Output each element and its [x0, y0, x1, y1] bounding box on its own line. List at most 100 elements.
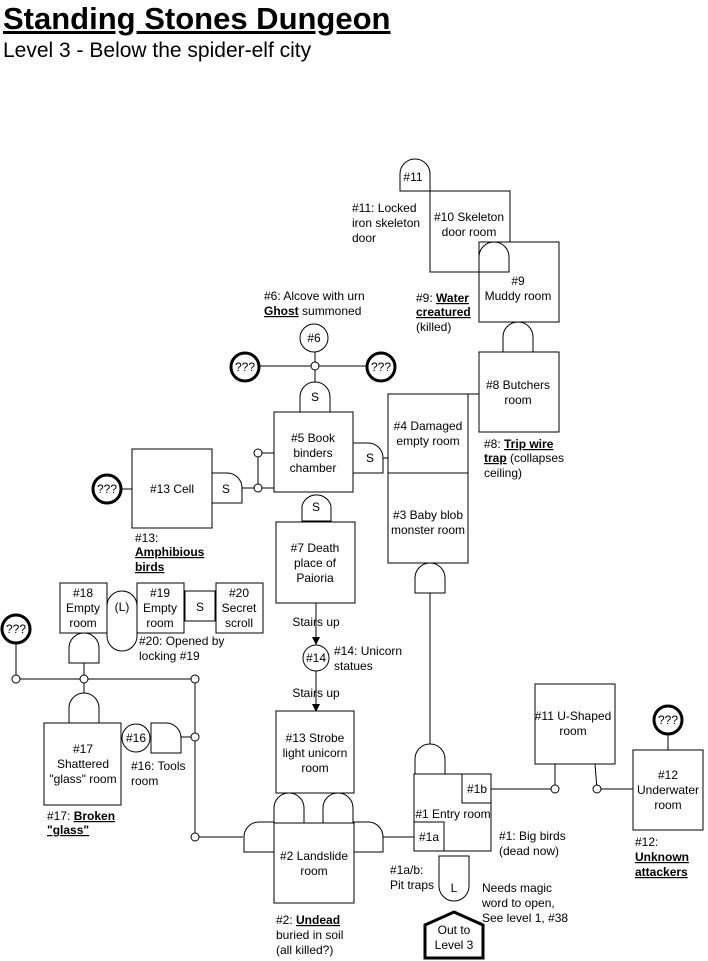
door-s-label: S — [312, 500, 320, 514]
door-s-label: S — [222, 482, 230, 496]
room-1a-label: #1a — [419, 830, 439, 844]
door-2-right-top — [322, 792, 354, 824]
unknown-label: ??? — [97, 482, 117, 496]
circle-6 — [299, 323, 329, 353]
door-5-7 — [301, 494, 332, 522]
note-17: #17: Broken"glass" — [47, 809, 115, 837]
room-13-cell — [131, 448, 213, 529]
note-1ab: #1a/b:Pit traps — [390, 863, 434, 892]
exit-shape — [423, 910, 485, 960]
door-l-label: L — [451, 881, 458, 895]
door-11-arch — [399, 158, 431, 192]
page-subtitle: Level 3 - Below the spider-elf city — [3, 39, 312, 62]
note-1: #1: Big birds(dead now) — [499, 829, 566, 858]
room-17 — [43, 722, 122, 806]
circle-16 — [121, 723, 151, 753]
room-13-cell-label: #13 Cell — [150, 482, 194, 496]
door-16-17 — [150, 722, 182, 754]
unknown-label: ??? — [658, 713, 678, 727]
room-18 — [59, 582, 108, 634]
circle-labels: #6 #14 #16 #11 — [126, 170, 423, 745]
unknown-label: ??? — [235, 360, 255, 374]
room-19 — [136, 582, 185, 634]
circle-14-label: #14 — [306, 651, 326, 665]
inline-doors — [106, 590, 216, 652]
rooms — [43, 190, 704, 904]
door-s-label: S — [311, 390, 319, 404]
junction-nodes — [11, 361, 602, 842]
room-5 — [273, 411, 354, 493]
door-11-label: #11 — [403, 170, 422, 184]
unknown-circle-west — [229, 351, 261, 383]
room-1a — [413, 821, 445, 852]
room-11-u-shaped — [534, 683, 616, 765]
room-8 — [478, 351, 560, 433]
stairs-up-2: Stairs up — [292, 686, 340, 700]
unknown-circle-far-west — [0, 613, 32, 645]
door-6-5 — [299, 381, 331, 413]
unknown-label: ??? — [6, 622, 26, 636]
door-2-left-top — [273, 792, 305, 824]
room-9 — [478, 241, 560, 323]
door-5-4 — [352, 442, 384, 474]
room-1b — [461, 773, 492, 804]
unknown-labels: ??? ??? ??? ??? ??? — [6, 360, 678, 727]
door-3-bottom — [414, 562, 446, 594]
unknown-circles — [0, 351, 684, 736]
door-lock-label: (L) — [115, 600, 130, 614]
room-2 — [273, 822, 355, 904]
circle-6-label: #6 — [307, 331, 321, 345]
numbered-circles — [121, 323, 330, 753]
door-2-left — [243, 821, 275, 853]
door-s-label: S — [366, 451, 374, 465]
door-l-bottom — [438, 855, 470, 902]
door-letters: S S S S S (L) L — [115, 390, 458, 895]
doors — [68, 158, 534, 902]
room-20 — [215, 582, 264, 634]
stairs-up-1: Stairs up — [292, 615, 340, 629]
door-cell-5 — [211, 472, 243, 504]
page-title: Standing Stones Dungeon — [3, 1, 391, 36]
room-3 — [387, 472, 469, 564]
room-7 — [275, 521, 356, 604]
circle-16-label: #16 — [126, 731, 146, 745]
circle-14 — [302, 644, 330, 672]
room-1-label: #1 Entry room — [415, 807, 490, 821]
room-12 — [632, 749, 704, 831]
door-s-label: S — [196, 600, 204, 614]
door-1-top — [414, 743, 446, 775]
room-13-strobe — [275, 710, 355, 794]
door-18-19 — [106, 590, 138, 652]
door-10-9 — [478, 241, 510, 273]
unknown-label: ??? — [371, 360, 391, 374]
unknown-circle-east — [365, 351, 397, 383]
unknown-circle-12 — [652, 704, 684, 736]
door-18 — [68, 632, 100, 664]
